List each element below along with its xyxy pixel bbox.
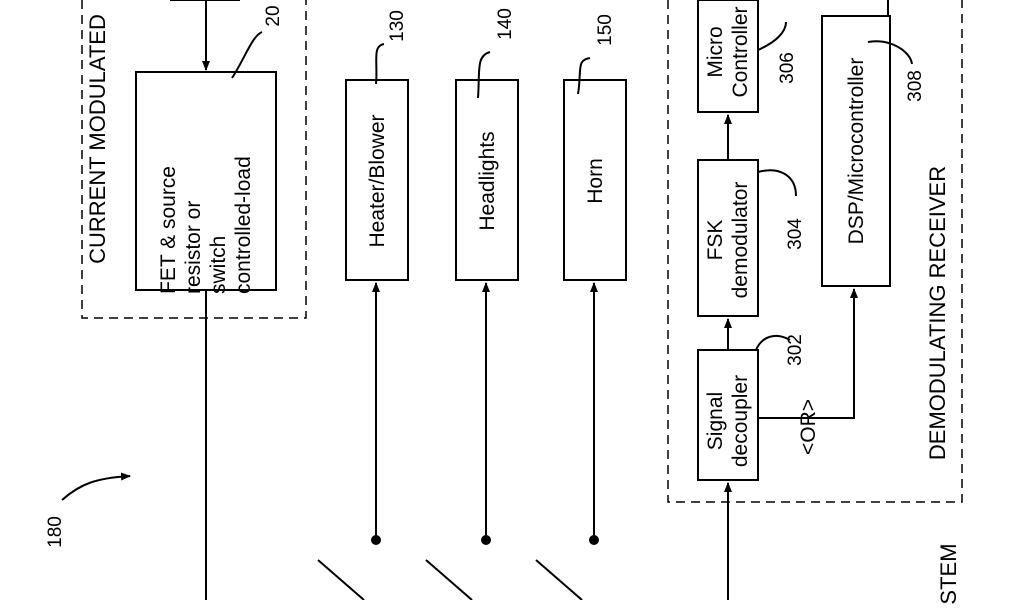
signal-decoupler-label: Signal decoupler (700, 356, 756, 486)
horn-label: Horn (583, 158, 607, 204)
dsp-microcontroller-label: DSP/Microcontroller (844, 57, 868, 245)
fsk-line-2: demodulator (729, 181, 752, 299)
dsp-ref: 308 (905, 70, 926, 102)
micro-controller-block (697, 0, 759, 113)
fsk-ref: 304 (785, 218, 806, 250)
fsk-line-1: FSK (704, 219, 727, 261)
fet-line-2: resistor or (182, 200, 205, 294)
figure-ref: 180 (45, 516, 66, 548)
micro-line-2: Controller (729, 6, 752, 98)
demodulating-receiver-title: DEMODULATING RECEIVER (925, 165, 950, 461)
micro-controller-label: Micro Controller (700, 0, 756, 108)
horn-block (563, 79, 627, 281)
headlights-block (455, 79, 519, 281)
heater-blower-label: Heater/Blower (365, 114, 389, 248)
fet-ref: 20 (263, 5, 284, 27)
fet-line-4: controlled-load (232, 156, 255, 294)
micro-line-1: Micro (704, 26, 727, 78)
decoupler-ref: 302 (785, 334, 806, 366)
dsp-microcontroller-block (821, 15, 891, 287)
horn-ref: 150 (595, 14, 616, 46)
decoupler-line-1: Signal (704, 391, 727, 451)
decoupler-line-2: decoupler (729, 374, 752, 468)
fet-line-1: FET & source (157, 166, 180, 294)
current-modulated-enclosure (81, 0, 307, 319)
fsk-demodulator-label: FSK demodulator (700, 162, 756, 318)
micro-ref: 306 (777, 52, 798, 84)
fet-block-label: FET & source resistor or switch controll… (151, 76, 261, 294)
or-label: <OR> (796, 398, 820, 456)
headlights-ref: 140 (495, 8, 516, 40)
heater-ref: 130 (387, 10, 408, 42)
fet-line-3: switch (207, 235, 230, 294)
system-title: STEM (936, 543, 961, 605)
headlights-label: Headlights (475, 131, 499, 231)
receiver-enclosure (667, 0, 963, 503)
current-modulated-title: CURRENT MODULATED (85, 14, 110, 264)
